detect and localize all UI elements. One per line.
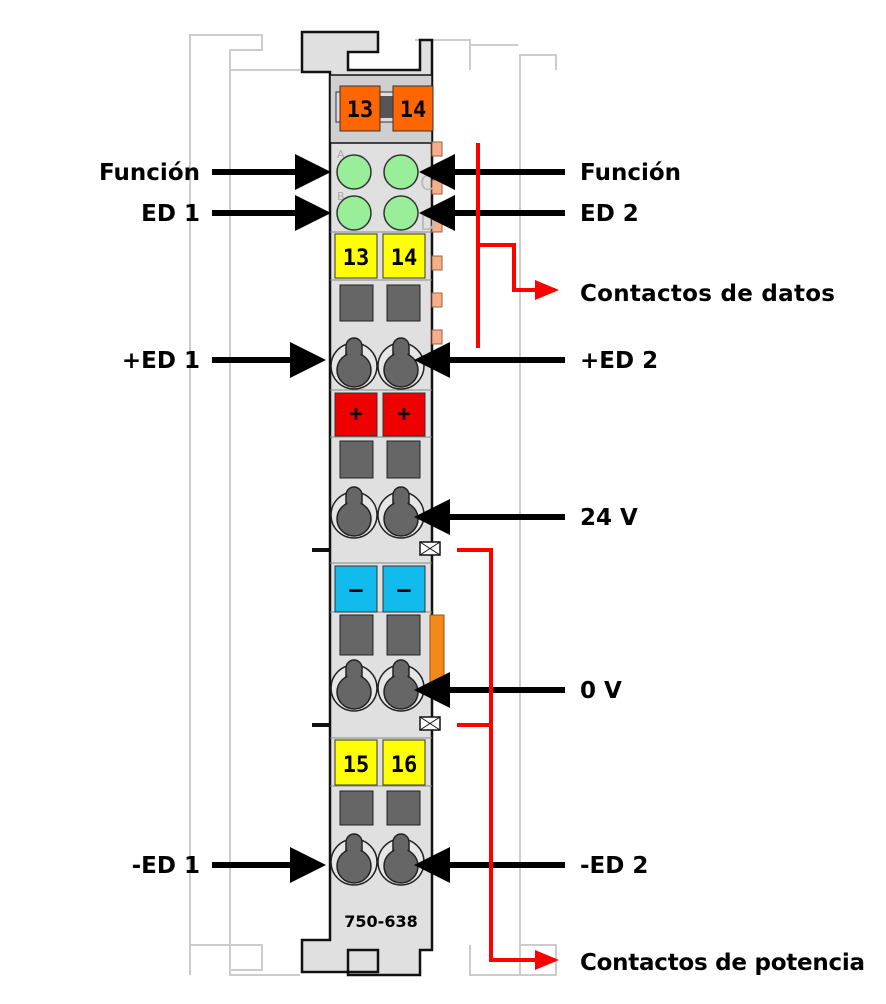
svg-text:16: 16 — [391, 753, 418, 778]
label-ed2: ED 2 — [580, 201, 639, 227]
label-plus-ed1: +ED 1 — [122, 348, 200, 374]
power-contact-notches — [312, 541, 441, 731]
label-funcion-left: Función — [99, 160, 200, 186]
label-power-contacts: Contactos de potencia — [580, 950, 865, 976]
marker-plus-2: + — [382, 392, 426, 437]
marker-14: 14 — [382, 233, 426, 279]
svg-text:13: 13 — [343, 246, 370, 271]
label-ed1: ED 1 — [141, 201, 200, 227]
label-funcion-right: Función — [580, 160, 681, 186]
power-jumper-contact — [429, 614, 445, 691]
neighbor-rail-outlines — [189, 34, 557, 976]
label-minus-ed2: -ED 2 — [580, 853, 648, 879]
svg-text:+: + — [397, 402, 410, 427]
svg-text:13: 13 — [347, 98, 374, 123]
marker-13: 13 — [334, 233, 378, 279]
marker-minus-1: – — [334, 565, 378, 613]
svg-text:15: 15 — [343, 753, 370, 778]
part-number: 750-638 — [344, 912, 417, 931]
top-marker-14: 14 — [392, 85, 434, 132]
top-marker-13: 13 — [339, 85, 381, 132]
label-minus-ed1: -ED 1 — [132, 853, 200, 879]
label-plus-ed2: +ED 2 — [580, 348, 658, 374]
marker-15: 15 — [334, 739, 378, 786]
svg-text:14: 14 — [400, 98, 427, 123]
svg-text:B: B — [337, 190, 345, 203]
led-d — [383, 195, 419, 231]
marker-plus-1: + — [334, 392, 378, 437]
svg-text:–: – — [397, 578, 411, 603]
led-b — [336, 195, 372, 231]
release-buttons — [339, 284, 421, 826]
label-0v: 0 V — [580, 678, 622, 704]
led-c — [383, 154, 419, 190]
label-data-contacts: Contactos de datos — [580, 281, 835, 307]
svg-text:A: A — [337, 148, 345, 161]
marker-minus-2: – — [382, 565, 426, 613]
marker-16: 16 — [382, 739, 426, 786]
power-contacts-bracket — [457, 548, 559, 970]
data-contacts-bracket — [476, 143, 559, 348]
svg-text:14: 14 — [391, 246, 418, 271]
label-24v: 24 V — [580, 505, 638, 531]
led-a — [336, 154, 372, 190]
svg-text:–: – — [349, 578, 363, 603]
svg-text:+: + — [349, 402, 362, 427]
